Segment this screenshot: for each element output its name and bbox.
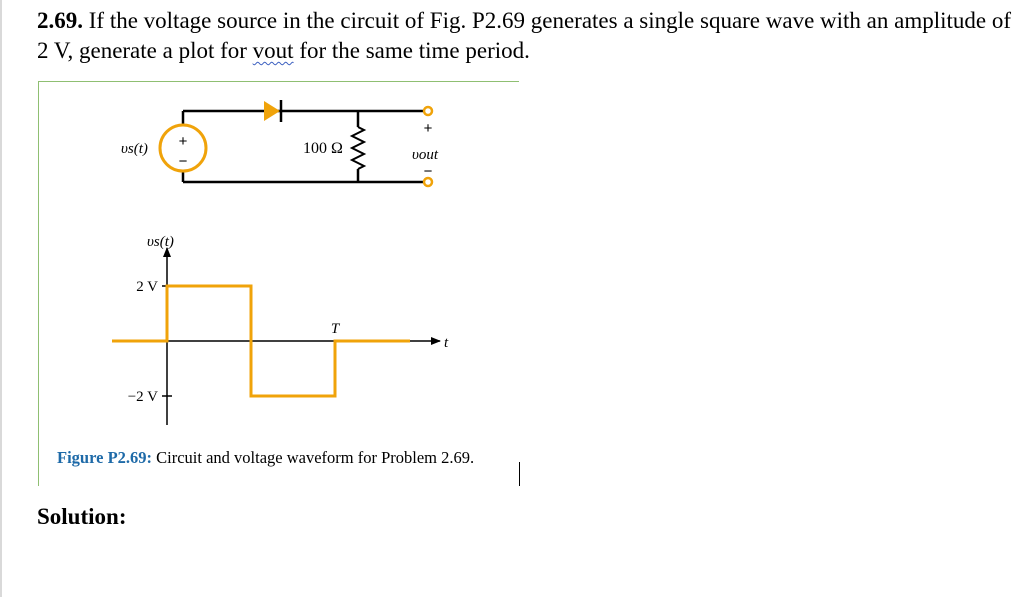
label-period-t: T	[331, 321, 341, 337]
figure-caption: Figure P2.69: Circuit and voltage wavefo…	[57, 448, 474, 468]
square-wave-trace	[112, 284, 410, 398]
diode-symbol	[264, 101, 280, 121]
source-label: υs(t)	[121, 141, 148, 157]
text-cursor	[519, 462, 520, 486]
source-minus-sign: −	[179, 153, 188, 170]
label-2v: 2 V	[136, 279, 158, 295]
left-margin-rule	[0, 0, 2, 597]
problem-text-2: for the same time period.	[293, 38, 530, 63]
solution-heading: Solution:	[37, 504, 127, 529]
caption-text: Circuit and voltage waveform for Problem…	[152, 448, 475, 467]
source-plus-sign: +	[179, 133, 188, 150]
problem-statement: 2.69. If the voltage source in the circu…	[37, 6, 1012, 66]
figure-frame	[38, 81, 519, 486]
resistor-zigzag	[349, 126, 367, 170]
problem-text-1: If the voltage source in the circuit of …	[37, 8, 1012, 63]
output-terminal-top	[422, 105, 434, 117]
problem-number: 2.69.	[37, 8, 83, 33]
label-time-axis: t	[444, 335, 449, 351]
output-minus-sign: −	[424, 163, 433, 180]
resistor-label: 100 Ω	[303, 140, 343, 157]
label-neg-2v: −2 V	[128, 389, 158, 405]
output-plus-sign: +	[424, 120, 433, 137]
spellcheck-flagged-word[interactable]: vout	[252, 38, 294, 63]
output-label: υout	[412, 147, 439, 163]
waveform-y-label: υs(t)	[147, 234, 174, 250]
output-terminal-bottom	[422, 176, 434, 188]
voltage-source-symbol	[158, 123, 208, 173]
caption-label: Figure P2.69:	[57, 448, 153, 467]
circuit-diagram	[181, 109, 428, 184]
